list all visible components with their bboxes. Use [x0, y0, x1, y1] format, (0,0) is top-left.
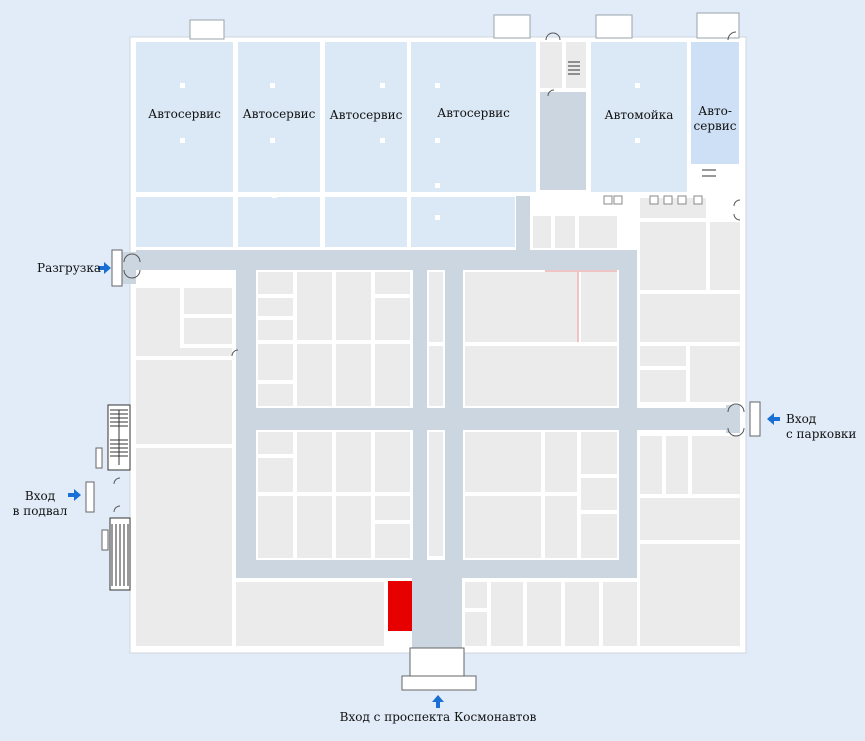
- small-room-top: [540, 42, 562, 88]
- label-unloading: Разгрузка: [37, 261, 102, 275]
- room-autoservice-3[interactable]: [325, 42, 407, 192]
- label-parking-entrance: Вход с парковки: [786, 412, 856, 442]
- label-autoservice-5-line2: сервис: [693, 119, 737, 133]
- door-swing-icon: [113, 31, 745, 513]
- service-corridor-top: [540, 92, 586, 190]
- room-autoservice-5[interactable]: [691, 42, 739, 164]
- autoservice-lower-1: [136, 197, 233, 247]
- stairs-icon: [568, 61, 716, 177]
- shop-rooms: [136, 198, 740, 646]
- label-basement-entrance: Вход в подвал: [8, 489, 72, 519]
- service-block-small-rooms: [603, 195, 703, 205]
- label-autoservice-3: Автосервис: [329, 108, 403, 122]
- room-carwash[interactable]: [591, 42, 687, 192]
- label-main-entrance: Вход с проспекта Космонавтов: [339, 710, 537, 724]
- autoservice-lower-3: [325, 197, 407, 247]
- arrow-right-icon: [98, 262, 111, 274]
- label-parking-line1: Вход: [786, 412, 817, 426]
- autoservice-lower-2: [238, 197, 320, 247]
- label-autoservice-1: Автосервис: [148, 107, 221, 121]
- label-autoservice-2: Автосервис: [242, 107, 316, 121]
- label-carwash: Автомойка: [604, 108, 674, 122]
- highlighted-room[interactable]: [388, 581, 412, 631]
- label-parking-line2: с парковки: [786, 427, 857, 441]
- columns: [180, 83, 640, 220]
- label-autoservice-5: Авто- сервис: [689, 104, 741, 134]
- corridors: [120, 196, 740, 658]
- stairs-icon: [107, 404, 131, 471]
- entrance-frames: [85, 249, 761, 691]
- red-partitions: [545, 270, 617, 342]
- label-basement-line1: Вход: [24, 489, 56, 503]
- autoservice-lower-4: [411, 197, 515, 247]
- label-autoservice-4: Автосервис: [437, 106, 510, 120]
- stairs-icon: [109, 517, 131, 591]
- room-autoservice-2[interactable]: [238, 42, 320, 192]
- label-basement-line2: в подвал: [12, 504, 68, 518]
- arrow-up-icon: [432, 695, 444, 708]
- label-autoservice-5-line1: Авто-: [698, 104, 732, 118]
- arrow-right-icon: [68, 489, 81, 501]
- top-gates: [189, 12, 740, 40]
- car-service-block: [136, 42, 739, 247]
- room-autoservice-4[interactable]: [411, 42, 536, 192]
- room-autoservice-1[interactable]: [136, 42, 233, 192]
- arrow-left-icon: [767, 413, 780, 425]
- stair-room-top: [566, 42, 586, 88]
